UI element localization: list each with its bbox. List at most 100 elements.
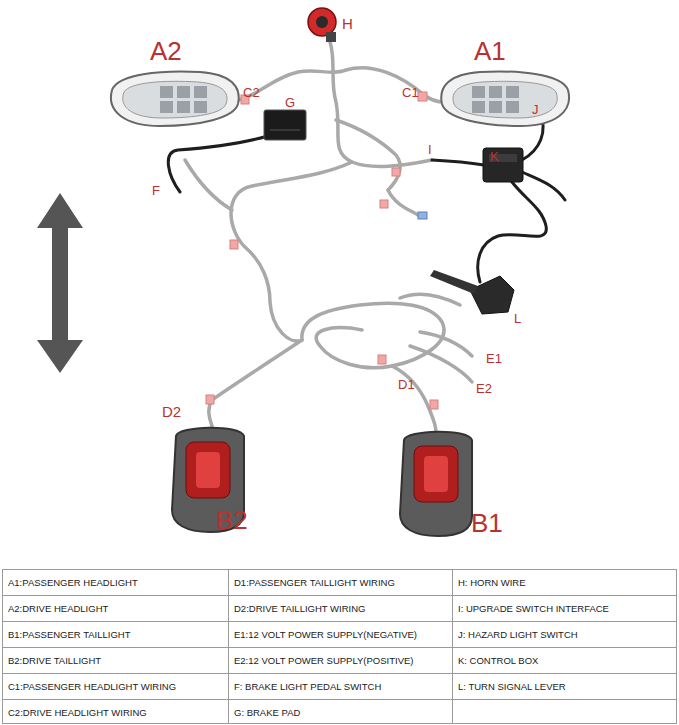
callout-letter: C1 (402, 86, 419, 99)
passenger-headlight (441, 72, 569, 126)
table-cell: A1:PASSENGER HEADLIGHT (8, 570, 138, 596)
headlight-lens (123, 81, 227, 118)
double-arrow (37, 193, 83, 373)
table-cell: G: BRAKE PAD (234, 700, 300, 725)
connector (380, 200, 388, 208)
table-cell: D1:PASSENGER TAILLIGHT WIRING (234, 570, 395, 596)
brake-switch-cable (168, 136, 268, 192)
table-cell: E1:12 VOLT POWER SUPPLY(NEGATIVE) (234, 622, 417, 648)
table-cell: B2:DRIVE TAILLIGHT (8, 648, 101, 674)
table-cell: C1:PASSENGER HEADLIGHT WIRING (8, 674, 176, 700)
table-line (2, 699, 677, 700)
callout-letter: C2 (243, 86, 260, 99)
led (160, 101, 173, 113)
table-cell: H: HORN WIRE (458, 570, 526, 596)
connector (418, 212, 427, 219)
callout-letter: D2 (162, 404, 181, 419)
callout-letter: B2 (216, 507, 248, 533)
callout-letter: L (514, 312, 521, 325)
control-box-body (483, 148, 523, 182)
taillight-lens-inner (196, 452, 220, 488)
control-box (483, 148, 523, 182)
power-wire (410, 346, 472, 382)
table-cell: I: UPGRADE SWITCH INTERFACE (458, 596, 609, 622)
table-cell: J: HAZARD LIGHT SWITCH (458, 622, 578, 648)
callout-letter: E2 (476, 382, 492, 395)
connectors (206, 92, 438, 409)
callout-letter: D1 (398, 378, 415, 391)
led (472, 86, 485, 98)
callout-letter: F (152, 184, 160, 197)
brake-pad-module (264, 110, 306, 140)
connector (430, 400, 438, 409)
led (194, 101, 207, 113)
taillight-lens (186, 442, 230, 498)
table-cell: D2:DRIVE TAILLIGHT WIRING (234, 596, 365, 622)
callout-letter: J (532, 103, 539, 116)
table-line (2, 595, 677, 596)
turn-signal-lever (430, 270, 514, 314)
table-cell: L: TURN SIGNAL LEVER (458, 674, 566, 700)
horn-body (308, 8, 336, 36)
headlight-housing (441, 72, 569, 126)
taillight-housing (400, 432, 472, 536)
arrow-head (37, 340, 83, 373)
connector (230, 240, 238, 249)
callout-letter: K (490, 150, 499, 163)
callout-letter: B1 (471, 510, 503, 536)
led (177, 101, 190, 113)
taillight-wire (392, 366, 436, 432)
taillight-wire (209, 340, 302, 426)
table-line (2, 673, 677, 674)
led (177, 86, 190, 98)
headlight-housing (111, 72, 239, 126)
branch-wire (185, 160, 232, 210)
lever-arm (430, 270, 478, 294)
main-trunk-wire (231, 162, 352, 341)
callout-letter: A1 (474, 38, 506, 64)
table-line (2, 647, 677, 648)
connector (418, 92, 427, 101)
arrow-shaft (52, 226, 68, 342)
connector (392, 168, 400, 176)
led (506, 86, 519, 98)
led (489, 86, 502, 98)
led (489, 101, 502, 113)
taillight-lens (414, 446, 458, 502)
headlight-wire (238, 68, 444, 102)
lever-body (470, 276, 514, 314)
coiled-wire (302, 303, 444, 368)
callout-letter: E1 (486, 352, 502, 365)
connector (206, 395, 214, 404)
module-detail (270, 130, 300, 131)
led (472, 101, 485, 113)
table-cell: B1:PASSENGER TAILLIGHT (8, 622, 130, 648)
arrow-head (37, 193, 83, 228)
horn-mount (326, 32, 336, 42)
table-cell: F: BRAKE LIGHT PEDAL SWITCH (234, 674, 381, 700)
horn-center (316, 16, 328, 28)
led (506, 101, 519, 113)
branch-wire (336, 120, 400, 190)
taillight-lens-inner (424, 456, 448, 492)
connector (378, 355, 386, 364)
table-cell: A2:DRIVE HEADLIGHT (8, 596, 108, 622)
table-cell: K: CONTROL BOX (458, 648, 538, 674)
lever-cable (478, 182, 547, 282)
headlight-lens (453, 81, 557, 118)
table-line (452, 569, 453, 724)
led (194, 86, 207, 98)
interface-cable (432, 160, 484, 165)
drive-headlight (111, 72, 239, 126)
table-line (228, 569, 229, 724)
table-border (3, 570, 677, 724)
control-box-lead (522, 172, 565, 200)
passenger-taillight (400, 432, 472, 536)
branch-wire (400, 294, 460, 305)
branch-wire (388, 190, 418, 215)
callout-letter: A2 (150, 38, 182, 64)
callout-letter: I (428, 143, 432, 156)
table-cell: C2:DRIVE HEADLIGHT WIRING (8, 700, 147, 725)
